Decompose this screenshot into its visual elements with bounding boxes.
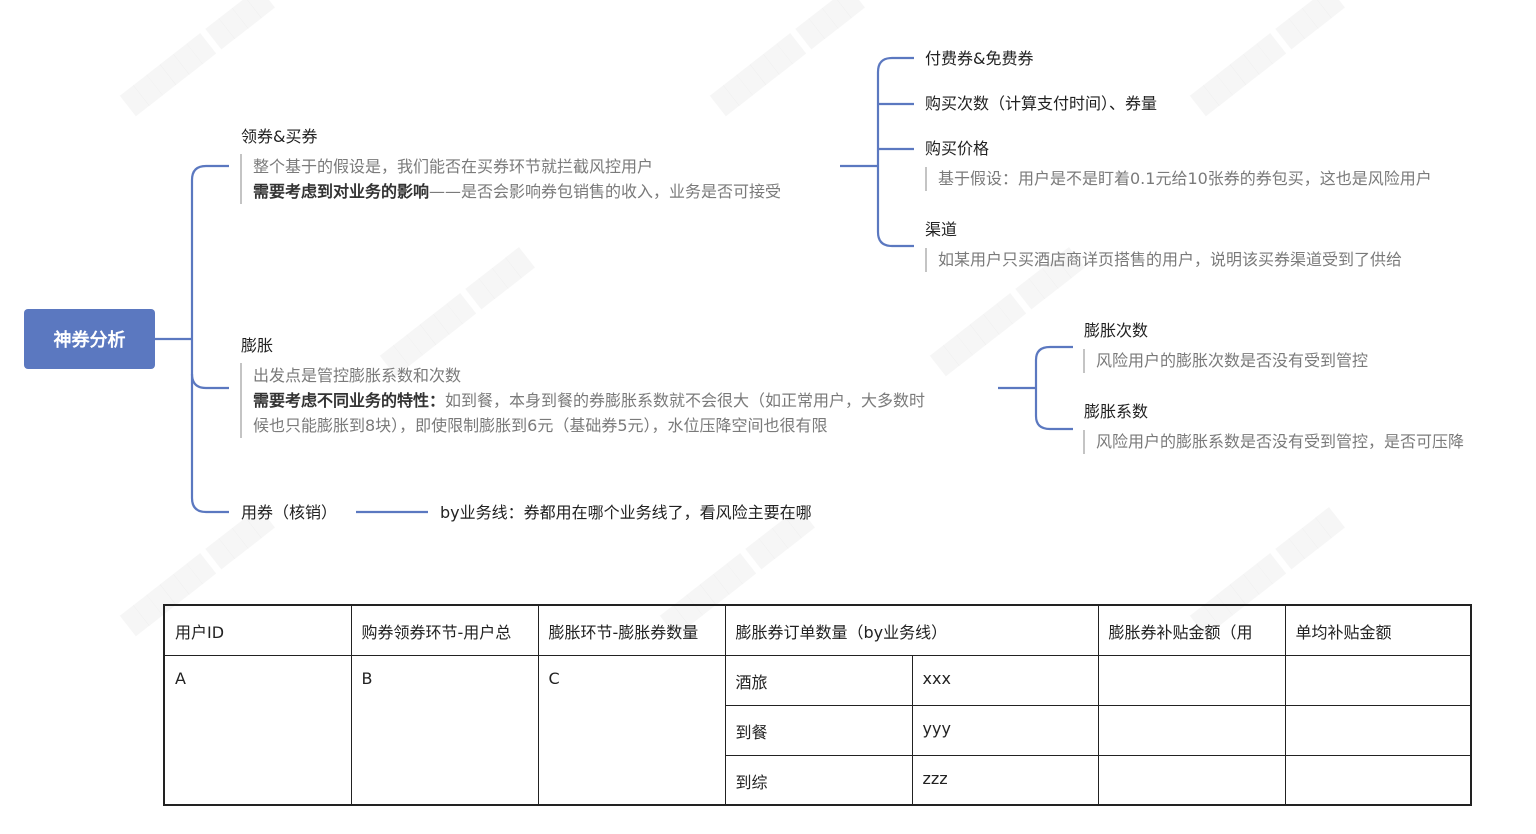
analysis-table-wrap: 用户ID 购券领券环节-用户总 膨胀环节-膨胀券数量 膨胀券订单数量（by业务线… [163, 604, 1472, 806]
root-label: 神券分析 [53, 330, 126, 351]
note-receive-buy-line1: 整个基于的假设是，我们能否在买券环节就拦截风控用户 [253, 157, 654, 176]
table-cell-avg-subsidy [1284, 754, 1472, 806]
note-inflate-line2: 需要考虑不同业务的特性：如到餐，本身到餐的券膨胀系数就不会很大（如正常用户，大多… [253, 388, 925, 413]
table-cell-subsidy [1097, 654, 1286, 706]
analysis-table: 用户ID 购券领券环节-用户总 膨胀环节-膨胀券数量 膨胀券订单数量（by业务线… [163, 604, 1472, 806]
connector-channel [876, 231, 914, 248]
table-cell-buy-total: B [350, 654, 539, 806]
table-cell-avg-subsidy [1284, 654, 1472, 706]
table-header-row: 用户ID 购券领券环节-用户总 膨胀环节-膨胀券数量 膨胀券订单数量（by业务线… [163, 604, 1472, 656]
node-paid-free[interactable]: 付费券&免费券 [925, 49, 1034, 68]
note-inflate: 出发点是管控膨胀系数和次数 需要考虑不同业务的特性：如到餐，本身到餐的券膨胀系数… [240, 363, 925, 438]
node-count[interactable]: 购买次数（计算支付时间）、券量 [925, 94, 1158, 113]
note-inflate-coef: 风险用户的膨胀系数是否没有受到管控，是否可压降 [1083, 430, 1464, 454]
node-receive-buy[interactable]: 领券&买券 [241, 127, 318, 146]
node-price[interactable]: 购买价格 [925, 139, 990, 158]
table-cell-avg-subsidy [1284, 704, 1472, 756]
table-header-cell: 单均补贴金额 [1284, 604, 1472, 656]
note-receive-buy-bold: 需要考虑到对业务的影响 [253, 182, 430, 201]
table-cell-business-line: 到餐 [724, 704, 913, 756]
node-channel[interactable]: 渠道 [925, 220, 958, 239]
note-inflate-line1: 出发点是管控膨胀系数和次数 [253, 366, 462, 385]
node-inflate-times[interactable]: 膨胀次数 [1084, 321, 1149, 340]
connector-receive-buy [190, 164, 229, 181]
connector-times [1034, 345, 1073, 361]
table-header-cell: 膨胀环节-膨胀券数量 [537, 604, 726, 656]
table-header-cell: 用户ID [163, 604, 352, 656]
note-receive-buy-rest: ——是否会影响券包销售的收入，业务是否可接受 [429, 182, 782, 201]
note-inflate-times-text: 风险用户的膨胀次数是否没有受到管控 [1096, 351, 1369, 370]
connector-coef [1034, 415, 1073, 431]
table-cell-subsidy [1097, 754, 1286, 806]
note-price: 基于假设：用户是不是盯着0.1元给10张券的券包买，这也是风险用户 [925, 167, 1432, 191]
note-channel: 如某用户只买酒店商详页搭售的用户，说明该买券渠道受到了供给 [925, 248, 1402, 272]
connector-paid-free [876, 56, 914, 73]
note-inflate-line3: 候也只能膨胀到8块），即使限制膨胀到6元（基础券5元），水位压降空间也很有限 [253, 416, 828, 435]
table-cell-order-count: xxx [911, 654, 1099, 706]
node-inflate-coef[interactable]: 膨胀系数 [1084, 402, 1149, 421]
note-inflate-times: 风险用户的膨胀次数是否没有受到管控 [1083, 349, 1368, 373]
note-price-text: 基于假设：用户是不是盯着0.1元给10张券的券包买，这也是风险用户 [938, 169, 1432, 188]
node-inflate[interactable]: 膨胀 [241, 336, 274, 355]
node-use-by-line[interactable]: by业务线：券都用在哪个业务线了，看风险主要在哪 [440, 503, 812, 522]
node-use[interactable]: 用券（核销） [241, 503, 338, 522]
table-cell-order-count: yyy [911, 704, 1099, 756]
note-receive-buy-line2: 需要考虑到对业务的影响——是否会影响券包销售的收入，业务是否可接受 [253, 179, 781, 204]
table-cell-inflate-count: C [537, 654, 726, 806]
root-node[interactable]: 神券分析 [24, 309, 155, 369]
note-inflate-bold: 需要考虑不同业务的特性： [253, 391, 446, 410]
table-header-cell: 购券领券环节-用户总 [350, 604, 539, 656]
connector-use [190, 497, 229, 514]
table-row: 到综 zzz [164, 754, 1472, 806]
table-header-cell: 膨胀券订单数量（by业务线） [724, 604, 1099, 656]
table-cell-business-line: 酒旅 [724, 654, 913, 706]
note-inflate-coef-text: 风险用户的膨胀系数是否没有受到管控，是否可压降 [1096, 432, 1465, 451]
table-cell-business-line: 到综 [724, 754, 913, 806]
table-cell-user-id: A [163, 654, 352, 806]
connector-inflate [190, 373, 229, 390]
note-channel-text: 如某用户只买酒店商详页搭售的用户，说明该买券渠道受到了供给 [938, 250, 1403, 269]
table-header-cell: 膨胀券补贴金额（用 [1097, 604, 1286, 656]
note-receive-buy: 整个基于的假设是，我们能否在买券环节就拦截风控用户 需要考虑到对业务的影响——是… [240, 154, 781, 204]
note-inflate-rest: 如到餐，本身到餐的券膨胀系数就不会很大（如正常用户，大多数时 [445, 391, 926, 410]
table-row: A B C 酒旅 xxx [163, 654, 1472, 806]
table-cell-subsidy [1097, 704, 1286, 756]
table-cell-order-count: zzz [911, 754, 1099, 806]
